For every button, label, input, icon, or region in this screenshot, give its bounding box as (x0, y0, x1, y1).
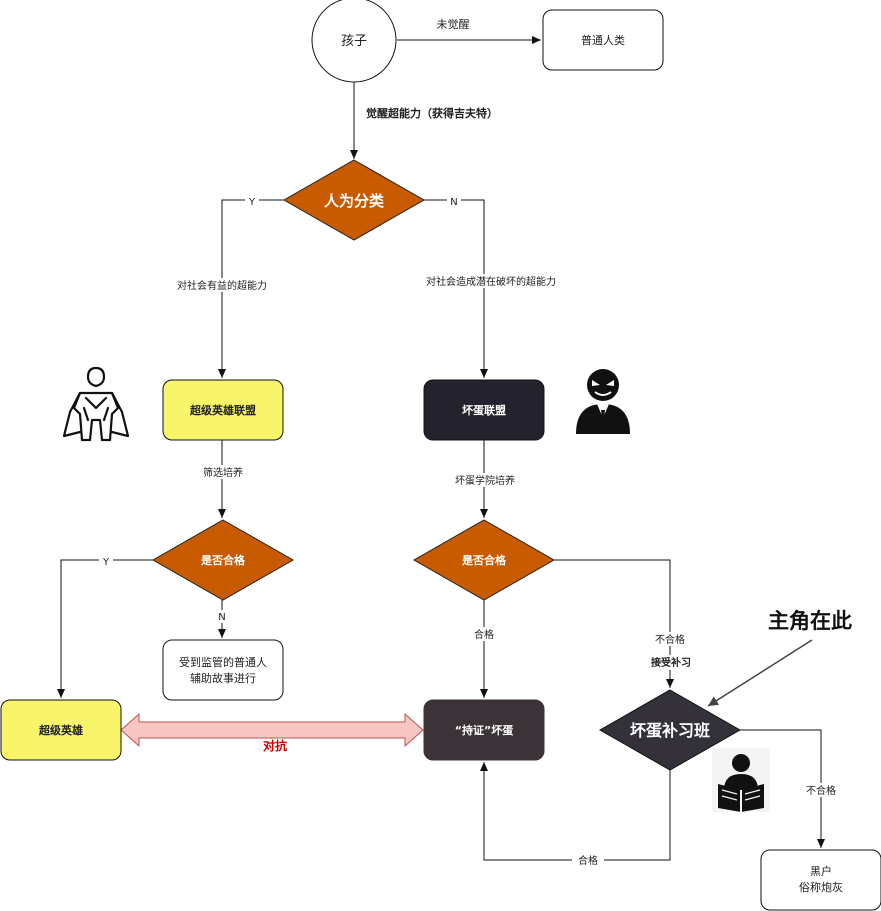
callout-protagonist-here: 主角在此 (768, 609, 852, 633)
node-hero-league-label: 超级英雄联盟 (189, 403, 256, 417)
node-classify-diamond[interactable]: 人为分类 (282, 159, 426, 241)
node-classify-label: 人为分类 (324, 192, 385, 210)
node-remedial-class-label: 坏蛋补习班 (630, 721, 710, 740)
label-academy-train: 坏蛋学院培养 (455, 474, 515, 487)
node-ordinary-human[interactable]: 普通人类 (542, 9, 664, 71)
edge-remedial-fail (740, 729, 825, 848)
confront-double-arrow (120, 712, 424, 748)
label-pass-right: 合格 (474, 628, 494, 641)
label-fail-remedial: 不合格 (806, 784, 836, 797)
node-villain-league-label: 坏蛋联盟 (462, 403, 506, 417)
label-yes-top: Y (248, 197, 256, 208)
edge-classify-yes (218, 199, 285, 378)
node-superhero[interactable]: 超级英雄 (0, 699, 122, 761)
node-child-label: 孩子 (341, 34, 367, 49)
node-remedial-class-diamond[interactable]: 坏蛋补习班 (598, 689, 742, 771)
node-supervised-line1: 受到监管的普通人 (179, 655, 267, 669)
edge-remedial-pass (480, 762, 671, 861)
edge-callout-arrow (707, 639, 813, 707)
edge-qualified-left-yes (57, 559, 153, 698)
node-supervised-ordinary[interactable]: 受到监管的普通人 辅助故事进行 (162, 639, 284, 701)
node-qualified-right-label: 是否合格 (461, 553, 507, 567)
node-qualified-left-label: 是否合格 (200, 553, 246, 567)
label-destructive: 对社会造成潜在破坏的超能力 (426, 275, 556, 288)
node-licensed-villain[interactable]: “持证”坏蛋 (423, 699, 545, 761)
node-ordinary-human-label: 普通人类 (581, 33, 625, 47)
node-black-line2: 俗称炮灰 (799, 880, 843, 894)
node-qualified-right-diamond[interactable]: 是否合格 (412, 519, 556, 601)
label-accept-remedial: 接受补习 (651, 656, 691, 669)
label-fail-right: 不合格 (655, 633, 685, 646)
edge-classify-no (423, 199, 488, 378)
edge-labels: 未觉醒 觉醒超能力（获得吉夫特） Y N 对社会有益的超能力 对社会造成潜在破坏… (99, 18, 842, 867)
label-yes-left: Y (102, 557, 110, 568)
node-black-household[interactable]: 黑户 俗称炮灰 (760, 849, 881, 911)
label-not-awakened: 未觉醒 (437, 18, 470, 31)
node-superhero-label: 超级英雄 (38, 723, 83, 737)
node-supervised-line2: 辅助故事进行 (190, 671, 256, 685)
node-child[interactable]: 孩子 (311, 0, 397, 83)
node-qualified-left-diamond[interactable]: 是否合格 (151, 519, 295, 601)
node-licensed-villain-label: “持证”坏蛋 (455, 723, 514, 737)
label-pass-remedial: 合格 (578, 854, 598, 867)
villain-icon (576, 369, 630, 434)
reader-icon (712, 748, 770, 812)
label-no-top: N (450, 197, 457, 208)
label-screen-train: 筛选培养 (203, 466, 243, 479)
node-hero-league[interactable]: 超级英雄联盟 (162, 379, 284, 441)
superhero-icon (62, 366, 130, 442)
node-villain-league[interactable]: 坏蛋联盟 (423, 379, 545, 441)
label-beneficial: 对社会有益的超能力 (177, 279, 267, 292)
label-confront: 对抗 (263, 738, 287, 753)
label-no-left: N (218, 612, 225, 623)
label-awakened: 觉醒超能力（获得吉夫特） (366, 106, 498, 120)
node-black-line1: 黑户 (810, 864, 832, 878)
